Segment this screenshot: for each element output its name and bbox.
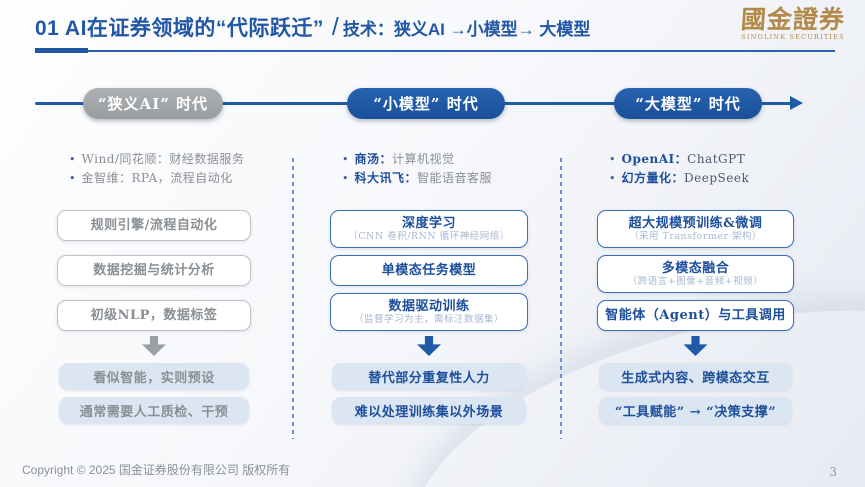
- bullet-text: DeepSeek: [684, 171, 750, 185]
- bullet-dot-icon: •: [342, 153, 349, 166]
- era-pill-small-model: “小模型” 时代: [347, 88, 505, 119]
- capability-box: 数据驱动训练（监督学习为主，需标注数据集）: [330, 293, 528, 331]
- capability-box: 数据挖掘与统计分析: [57, 255, 251, 286]
- down-arrow-icon: [142, 336, 166, 356]
- bullet-dot-icon: •: [609, 172, 616, 185]
- column-divider-2: [560, 158, 562, 439]
- box-title: 数据驱动训练: [388, 298, 470, 314]
- bullet-label: OpenAI：: [621, 152, 688, 166]
- outcome-box: 生成式内容、跨模态交互: [599, 363, 792, 390]
- title-main: 01 AI在证券领域的“代际跃迁”: [35, 17, 324, 40]
- outcome-box: 通常需要人工质检、干预: [59, 397, 249, 424]
- box-subtitle: （采用 Transformer 架构）: [628, 231, 763, 243]
- era-pill-large-model: “大模型” 时代: [614, 88, 762, 119]
- column-large-model: • OpenAI：ChatGPT • 幻方量化：DeepSeek 超大规模预训练&微…: [597, 148, 794, 448]
- bullet-label: 科大讯飞：: [354, 171, 418, 185]
- down-arrow-icon: [683, 336, 708, 356]
- bullet-dot-icon: •: [342, 172, 349, 185]
- bullet-label: 幻方量化：: [621, 171, 685, 185]
- bullet-text: RPA，流程自动化: [131, 171, 233, 185]
- bullet-text: 智能语音客服: [417, 171, 493, 185]
- page-number: 3: [829, 465, 837, 479]
- example-bullets: • OpenAI：ChatGPT • 幻方量化：DeepSeek: [609, 150, 794, 188]
- outcome-box: “工具赋能” → “决策支撑”: [599, 397, 792, 424]
- outcome-box: 难以处理训练集以外场景: [332, 397, 526, 424]
- capability-box: 多模态融合（跨语言+图像+音频+视频）: [597, 255, 794, 293]
- copyright-text: Copyright © 2025 国金证券股份有限公司 版权所有: [22, 463, 291, 477]
- outcome-box: 看似智能，实则预设: [59, 363, 249, 390]
- timeline-arrowhead-icon: [790, 96, 803, 110]
- capability-box: 深度学习（CNN 卷积/RNN 循环神经网络）: [330, 210, 528, 248]
- logo-text-en: SINOLINK SECURITIES: [741, 33, 845, 41]
- bullet-label: Wind/同花顺：: [81, 152, 170, 166]
- box-title: 超大规模预训练&微调: [628, 215, 763, 231]
- title-subtitle: 技术：狭义AI →小模型→ 大模型: [342, 20, 591, 39]
- bullet-item: • 金智维：RPA，流程自动化: [69, 169, 251, 188]
- page-title: 01 AI在证券领域的“代际跃迁” / 技术：狭义AI →小模型→ 大模型: [35, 12, 590, 42]
- bullet-item: • Wind/同花顺：财经数据服务: [69, 150, 251, 169]
- capability-boxes: 深度学习（CNN 卷积/RNN 循环神经网络） 单模态任务模型 数据驱动训练（监…: [330, 210, 528, 331]
- box-subtitle: （跨语言+图像+音频+视频）: [627, 276, 764, 288]
- box-title: 深度学习: [401, 215, 456, 231]
- capability-box: 智能体（Agent）与工具调用: [597, 300, 794, 331]
- bullet-item: • 商汤：计算机视觉: [342, 150, 528, 169]
- down-arrow-icon: [417, 336, 441, 356]
- bullet-dot-icon: •: [69, 153, 76, 166]
- box-title: 数据挖掘与统计分析: [93, 262, 215, 278]
- column-narrow-ai: • Wind/同花顺：财经数据服务 • 金智维：RPA，流程自动化 规则引擎/流程自…: [57, 148, 251, 448]
- capability-box: 初级NLP，数据标签: [57, 300, 251, 331]
- capability-boxes: 规则引擎/流程自动化 数据挖掘与统计分析 初级NLP，数据标签: [57, 210, 251, 331]
- box-subtitle: （监督学习为主，需标注数据集）: [353, 314, 504, 326]
- company-logo: 國金證券 SINOLINK SECURITIES: [739, 5, 847, 41]
- example-bullets: • 商汤：计算机视觉 • 科大讯飞：智能语音客服: [342, 150, 528, 188]
- box-subtitle: （CNN 卷积/RNN 循环神经网络）: [348, 231, 510, 243]
- title-divider: /: [331, 13, 339, 41]
- era-pill-narrow-ai: “狭义AI” 时代: [83, 88, 223, 119]
- bullet-dot-icon: •: [609, 153, 616, 166]
- box-title: 规则引擎/流程自动化: [90, 217, 218, 233]
- bullet-text: 计算机视觉: [392, 152, 455, 166]
- box-title: 多模态融合: [661, 260, 730, 276]
- bullet-item: • 科大讯飞：智能语音客服: [342, 169, 528, 188]
- bullet-text: ChatGPT: [687, 152, 746, 166]
- column-small-model: • 商汤：计算机视觉 • 科大讯飞：智能语音客服 深度学习（CNN 卷积/RNN 循…: [330, 148, 528, 448]
- column-divider-1: [292, 158, 294, 439]
- capability-box: 规则引擎/流程自动化: [57, 210, 251, 241]
- box-title: 单模态任务模型: [381, 262, 477, 278]
- bullet-dot-icon: •: [69, 172, 76, 185]
- capability-box: 超大规模预训练&微调（采用 Transformer 架构）: [597, 210, 794, 248]
- example-bullets: • Wind/同花顺：财经数据服务 • 金智维：RPA，流程自动化: [69, 150, 251, 188]
- outcome-box: 替代部分重复性人力: [332, 363, 526, 390]
- capability-boxes: 超大规模预训练&微调（采用 Transformer 架构） 多模态融合（跨语言+…: [597, 210, 794, 331]
- bullet-text: 财经数据服务: [169, 152, 245, 166]
- bullet-item: • OpenAI：ChatGPT: [609, 150, 794, 169]
- box-title: 智能体（Agent）与工具调用: [605, 307, 786, 323]
- bullet-label: 金智维：: [81, 171, 132, 185]
- capability-box: 单模态任务模型: [330, 255, 528, 286]
- box-title: 初级NLP，数据标签: [90, 307, 218, 323]
- bullet-label: 商汤：: [354, 152, 393, 166]
- title-underline-accent: [35, 48, 88, 53]
- title-underline: [35, 50, 835, 52]
- bullet-item: • 幻方量化：DeepSeek: [609, 169, 794, 188]
- logo-text-zh: 國金證券: [739, 5, 847, 34]
